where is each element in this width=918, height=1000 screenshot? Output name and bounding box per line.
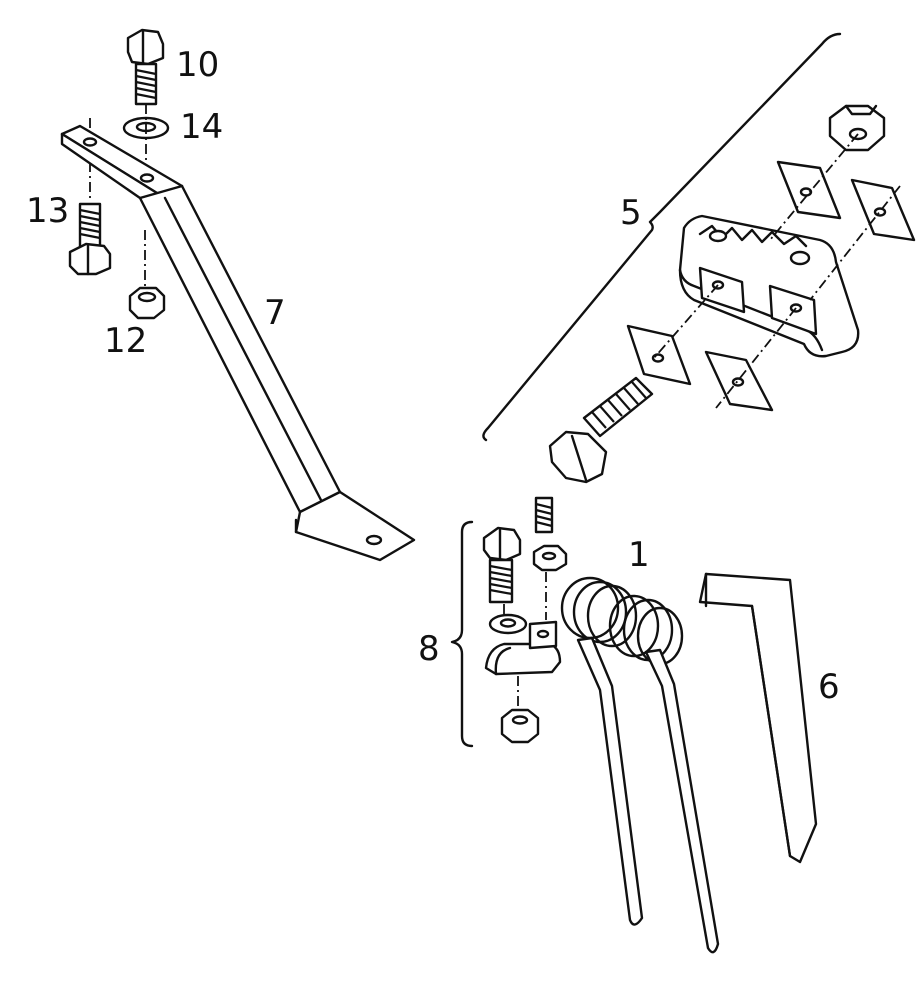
bolt-13 xyxy=(68,202,112,276)
brace-8 xyxy=(450,520,474,748)
blade-plate-6 xyxy=(698,572,818,864)
bracket-arm-7 xyxy=(60,124,416,562)
nut-12 xyxy=(128,286,166,320)
square-washer-5a xyxy=(776,160,842,220)
small-nut-8 xyxy=(532,544,568,572)
bolt-10 xyxy=(126,28,165,106)
label-part-8: 8 xyxy=(418,629,440,669)
label-part-10: 10 xyxy=(176,45,219,85)
square-washer-5b xyxy=(850,178,916,242)
label-part-5: 5 xyxy=(620,193,642,233)
bolt-5 xyxy=(548,376,654,484)
square-washer-5d xyxy=(704,350,774,412)
bolt-8 xyxy=(482,526,522,604)
set-screw-8 xyxy=(534,496,554,534)
bottom-nut-8 xyxy=(500,708,540,744)
label-part-14: 14 xyxy=(180,107,223,147)
nut-5 xyxy=(828,104,886,152)
clamp-piece-8 xyxy=(484,620,562,676)
clamp-block-5 xyxy=(678,214,860,358)
spring-tine-1 xyxy=(560,576,720,954)
square-washer-5c xyxy=(626,324,692,386)
label-part-6: 6 xyxy=(818,667,840,707)
label-part-13: 13 xyxy=(26,191,69,231)
label-part-12: 12 xyxy=(104,321,147,361)
label-part-7: 7 xyxy=(264,293,286,333)
washer-8 xyxy=(488,613,528,635)
label-part-1: 1 xyxy=(628,535,650,575)
brace-5 xyxy=(482,32,842,442)
